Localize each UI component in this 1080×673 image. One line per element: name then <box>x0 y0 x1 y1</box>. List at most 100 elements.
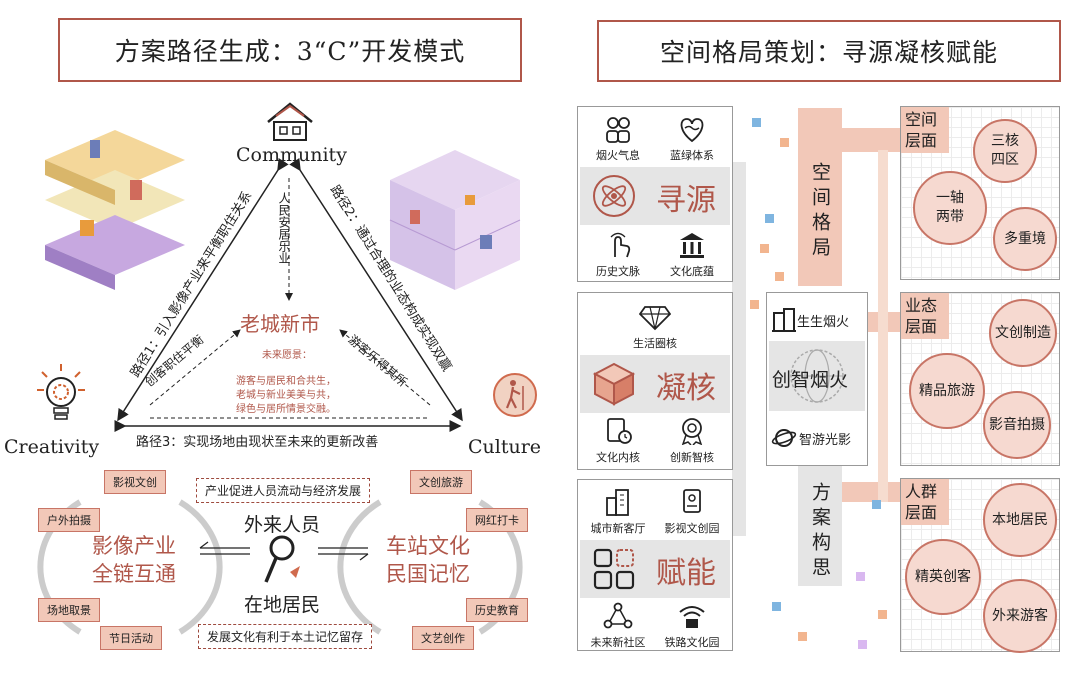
circle-creative-mfg: 文创制造 <box>989 299 1057 367</box>
section-ninghe: 生活圈核 凝核 文化内核 创新智核 <box>577 292 733 470</box>
heart-wave-icon <box>680 118 704 143</box>
center-title: 老城新市 <box>240 312 320 336</box>
icon-cell-yingshi: 影视文创园 <box>652 488 732 536</box>
people-top: 外来人员 <box>244 514 321 536</box>
isometric-building-right <box>389 150 521 290</box>
connector-top <box>842 128 900 152</box>
band-word: 赋能 <box>656 556 716 591</box>
people-bottom: 在地居民 <box>244 594 321 616</box>
hiker-icon <box>493 373 537 417</box>
circle-outside-visitors: 外来游客 <box>983 579 1057 653</box>
icon-cell-neihe: 文化内核 <box>578 417 658 465</box>
layer-business: 业态层面 文创制造 精品旅游 影音拍摄 <box>900 292 1060 466</box>
tag-right-2: 网红打卡 <box>466 508 528 532</box>
center-core: 生生烟火 创智烟火 智游光影 <box>766 292 868 466</box>
layer-label: 空间层面 <box>901 107 949 153</box>
document-clock-icon <box>607 418 632 444</box>
diamond-icon <box>639 306 671 331</box>
icon-cell-shequ: 未来新社区 <box>578 602 658 650</box>
people-icon <box>606 117 630 143</box>
circle-one-axis: 一轴两带 <box>913 171 987 245</box>
icon-label: 未来新社区 <box>590 636 646 649</box>
deco-square <box>772 602 781 611</box>
tag-right-3: 历史教育 <box>466 598 528 622</box>
wifi-lock-icon <box>679 606 705 628</box>
vision-line-3: 绿色与居所情景交融。 <box>236 404 336 415</box>
icon-label: 文化底蕴 <box>670 265 714 278</box>
tag-left-3: 场地取景 <box>38 598 100 622</box>
award-icon <box>681 418 703 445</box>
top-note: 产业促进人员流动与经济发展 <box>196 478 371 503</box>
right-title-text: 空间格局策划：寻源凝核赋能 <box>659 38 998 67</box>
vision-line-1: 游客与居民和合共生， <box>236 376 336 387</box>
icon-label: 创新智核 <box>670 451 714 464</box>
tag-left-4: 节日活动 <box>100 626 162 650</box>
icon-cell-lanlv: 蓝绿体系 <box>652 115 732 163</box>
circle-premium-travel: 精品旅游 <box>909 353 985 429</box>
path3-label: 路径3：实现场地由现状至未来的更新改善 <box>136 435 379 450</box>
museum-icon <box>680 233 704 258</box>
icon-cell-lishi: 历史文脉 <box>578 231 658 279</box>
section-funeng: 城市新客厅 影视文创园 赋能 未来新社区 铁路文化园 <box>577 479 733 651</box>
circle-multi: 多重境 <box>993 207 1057 271</box>
icon-label: 烟火气息 <box>596 149 640 162</box>
vision-line-2: 老城与新业美美与共， <box>236 390 336 401</box>
layer-crowd: 人群层面 本地居民 精英创客 外来游客 <box>900 478 1060 653</box>
band-xunyuan: 寻源 <box>580 167 730 225</box>
city-building-icon <box>606 489 629 516</box>
camera-icon <box>683 489 701 513</box>
icon-label: 蓝绿体系 <box>670 149 714 162</box>
inner-top-label: 人民安居乐业 <box>277 192 291 264</box>
tag-left-1: 影视文创 <box>104 470 166 494</box>
deco-square <box>878 610 887 619</box>
tag-left-2: 户外拍摄 <box>38 508 100 532</box>
icon-label: 城市新客厅 <box>590 522 646 535</box>
spine-top-text: 空间格局 <box>809 162 831 262</box>
right-core-title-2: 民国记忆 <box>386 562 470 586</box>
icon-label: 历史文脉 <box>596 265 640 278</box>
spine-bottom <box>798 464 842 586</box>
house-icon <box>267 102 313 141</box>
center-top-label: 生生烟火 <box>797 315 850 330</box>
cube-icon <box>592 362 636 406</box>
deco-square <box>858 640 867 649</box>
tag-right-1: 文创旅游 <box>410 470 472 494</box>
circle-elite-makers: 精英创客 <box>905 539 981 615</box>
triangle-diagram <box>114 157 463 432</box>
icon-cell-yanhuo: 烟火气息 <box>578 115 658 163</box>
spine-top <box>798 108 842 286</box>
layer-label: 业态层面 <box>901 293 949 339</box>
connector-left <box>732 162 746 536</box>
deco-square <box>750 300 759 309</box>
right-core-title-1: 车站文化 <box>386 534 470 558</box>
atom-icon <box>593 175 635 217</box>
globe-icon <box>790 349 844 403</box>
icon-cell-kete: 城市新客厅 <box>578 488 658 536</box>
left-title: 方案路径生成：3“C”开发模式 <box>58 18 522 82</box>
left-core-title-2: 全链互通 <box>92 562 176 586</box>
circle-three-core: 三核四区 <box>973 119 1037 183</box>
layer-space: 空间层面 三核四区 一轴两带 多重境 <box>900 106 1060 280</box>
circle-local-residents: 本地居民 <box>983 483 1057 557</box>
lightbulb-gear-icon <box>37 364 85 420</box>
connector-low <box>842 482 900 502</box>
pointer-hand-icon <box>610 232 631 258</box>
tag-right-4: 文艺创作 <box>412 626 474 650</box>
vision-title: 未来愿景： <box>262 350 312 361</box>
icon-cell-wenhua: 文化底蕴 <box>652 231 732 279</box>
center-bottom-label: 智游光影 <box>799 433 852 448</box>
deco-square <box>775 272 784 281</box>
layer-label: 人群层面 <box>901 479 949 525</box>
planet-icon <box>771 429 797 447</box>
isometric-building-left <box>45 130 185 290</box>
icon-cell-shenghuo: 生活圈核 <box>615 303 695 351</box>
left-core-title-1: 影像产业 <box>92 534 176 558</box>
icon-label: 影视文创园 <box>664 522 720 535</box>
band-ninghe: 凝核 <box>580 355 730 413</box>
band-funeng: 赋能 <box>580 540 730 598</box>
icon-cell-tielu: 铁路文化园 <box>652 602 732 650</box>
icon-label: 生活圈核 <box>633 337 677 350</box>
node-community: Community <box>236 144 347 166</box>
icon-cell-zhihe: 创新智核 <box>652 417 732 465</box>
deco-square <box>872 500 881 509</box>
